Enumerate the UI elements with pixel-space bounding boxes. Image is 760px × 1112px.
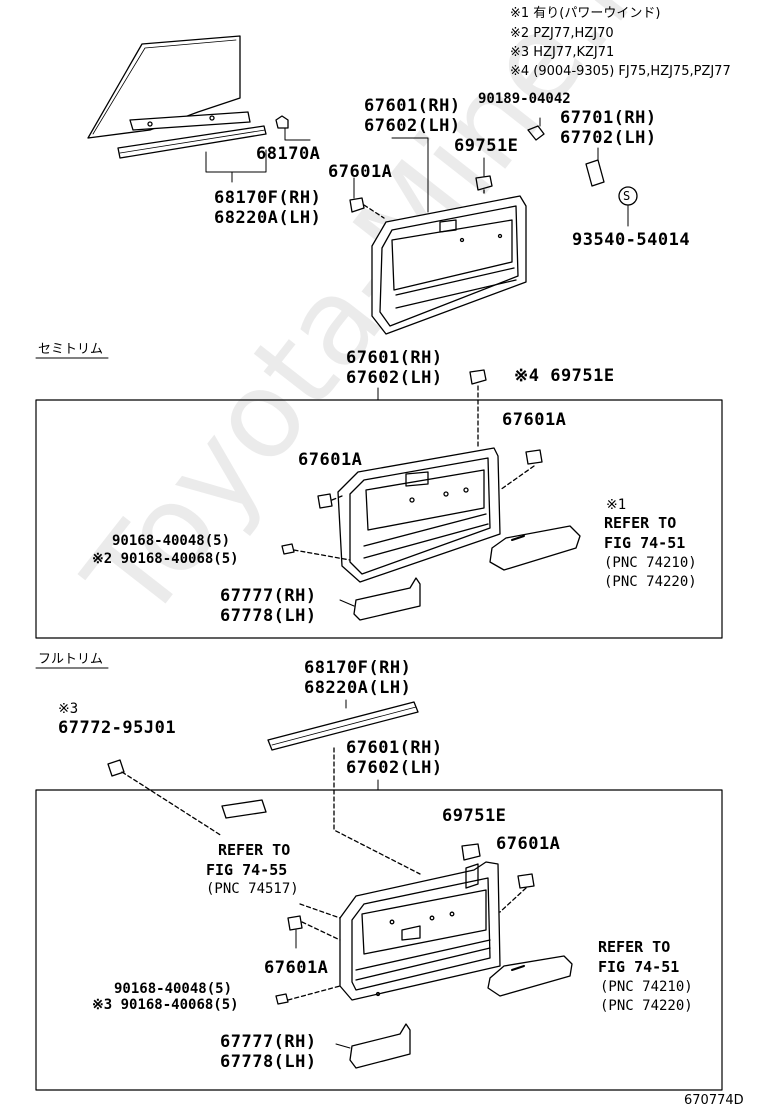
part-68220a-lh-full: 68220A(LH) xyxy=(304,678,412,698)
door-pocket-full xyxy=(349,1023,411,1069)
switch-base-67701 xyxy=(585,159,605,187)
part-69751e-semi: ※4 69751E xyxy=(514,366,615,386)
ref-semi-note: ※1 xyxy=(606,497,627,513)
part-67601a-full-right: 67601A xyxy=(496,834,561,854)
figure-code: 670774D xyxy=(684,1093,744,1108)
semi-trim-frame xyxy=(35,399,723,639)
ref-full-left-line2: FIG 74-55 xyxy=(206,861,288,879)
ref-semi-line4: (PNC 74220) xyxy=(604,574,697,590)
clip-69751e-semi xyxy=(469,369,487,385)
part-67602-lh-semi: 67602(LH) xyxy=(346,368,443,388)
bolt-semi xyxy=(281,543,295,555)
bolt-90168-40048-full: 90168-40048(5) xyxy=(114,981,233,997)
door-glass xyxy=(87,35,241,139)
part-67601a-top: 67601A xyxy=(328,162,393,182)
ref-full-left-line3: (PNC 74517) xyxy=(206,881,299,897)
clip-69751e-top xyxy=(475,175,493,191)
part-90189: 90189-04042 xyxy=(478,91,571,107)
ref-full-right-line3: (PNC 74210) xyxy=(600,979,693,995)
part-67701-rh: 67701(RH) xyxy=(560,108,657,128)
part-67778-lh-full: 67778(LH) xyxy=(220,1052,317,1072)
door-trim-panel-semi xyxy=(337,447,501,583)
part-68220a-lh-top: 68220A(LH) xyxy=(214,208,322,228)
ref-semi-line3: (PNC 74210) xyxy=(604,555,697,571)
note-67772: ※3 xyxy=(58,701,79,717)
door-pocket-semi xyxy=(353,577,421,621)
part-67602-lh-full: 67602(LH) xyxy=(346,758,443,778)
part-67601a-full-left: 67601A xyxy=(264,958,329,978)
part-67772: 67772-95J01 xyxy=(58,718,177,738)
part-93540: 93540-54014 xyxy=(572,230,691,250)
note-2: ※2 PZJ77,HZJ70 xyxy=(510,26,614,41)
ref-semi-line1: REFER TO xyxy=(604,514,677,532)
part-68170f-rh-top: 68170F(RH) xyxy=(214,188,322,208)
screw-s-label: S xyxy=(623,189,631,203)
clip-90189 xyxy=(527,125,545,141)
ref-full-right-line1: REFER TO xyxy=(598,938,671,956)
ref-semi-line2: FIG 74-51 xyxy=(604,534,686,552)
ref-full-left-line1: REFER TO xyxy=(218,841,291,859)
clip-67601a-full-right xyxy=(517,873,535,889)
bolt-90168-40068-semi: ※2 90168-40068(5) xyxy=(92,551,239,567)
note-3: ※3 HZJ77,KZJ71 xyxy=(510,45,615,60)
part-67702-lh: 67702(LH) xyxy=(560,128,657,148)
part-67777-rh-full: 67777(RH) xyxy=(220,1032,317,1052)
emblem-plate xyxy=(221,799,267,819)
armrest-full xyxy=(487,955,573,997)
ref-full-right-line2: FIG 74-51 xyxy=(598,958,680,976)
armrest-semi xyxy=(489,525,581,571)
part-67601-rh-full: 67601(RH) xyxy=(346,738,443,758)
part-67601-rh-semi: 67601(RH) xyxy=(346,348,443,368)
clip-68170a xyxy=(275,115,289,129)
part-69751e-top: 69751E xyxy=(454,136,519,156)
clip-67601a-semi-right xyxy=(525,449,543,465)
note-4: ※4 (9004‐9305) FJ75,HZJ75,PZJ77 xyxy=(510,64,731,79)
part-68170a: 68170A xyxy=(256,144,321,164)
part-67601a-semi-right: 67601A xyxy=(502,410,567,430)
bolt-90168-40048-semi: 90168-40048(5) xyxy=(112,533,231,549)
door-trim-panel-top xyxy=(371,195,527,335)
section-title-full-trim: フルトリム xyxy=(38,652,104,667)
part-68170f-rh-full: 68170F(RH) xyxy=(304,658,412,678)
part-67777-rh-semi: 67777(RH) xyxy=(220,586,317,606)
section-title-semi-trim: セミトリム xyxy=(38,342,104,357)
note-1: ※1 有り(パワーウインド) xyxy=(510,6,661,21)
clip-67601a-top xyxy=(349,197,365,213)
ref-full-right-line4: (PNC 74220) xyxy=(600,998,693,1014)
part-67602-lh: 67602(LH) xyxy=(364,116,461,136)
bolt-90168-40068-full: ※3 90168-40068(5) xyxy=(92,997,239,1013)
bolt-full xyxy=(275,993,289,1005)
door-trim-panel-full xyxy=(339,861,501,1001)
clip-69751e-full xyxy=(461,843,481,861)
glass-run-channel xyxy=(129,111,251,131)
clip-67601a-semi-left xyxy=(317,493,333,509)
full-trim-frame xyxy=(35,789,723,1091)
part-67778-lh-semi: 67778(LH) xyxy=(220,606,317,626)
belt-moulding-top xyxy=(117,125,267,159)
clip-67601a-full-left xyxy=(287,915,303,931)
part-67601a-semi-left: 67601A xyxy=(298,450,363,470)
part-69751e-full: 69751E xyxy=(442,806,507,826)
part-67601-rh: 67601(RH) xyxy=(364,96,461,116)
clip-67772 xyxy=(107,759,125,777)
